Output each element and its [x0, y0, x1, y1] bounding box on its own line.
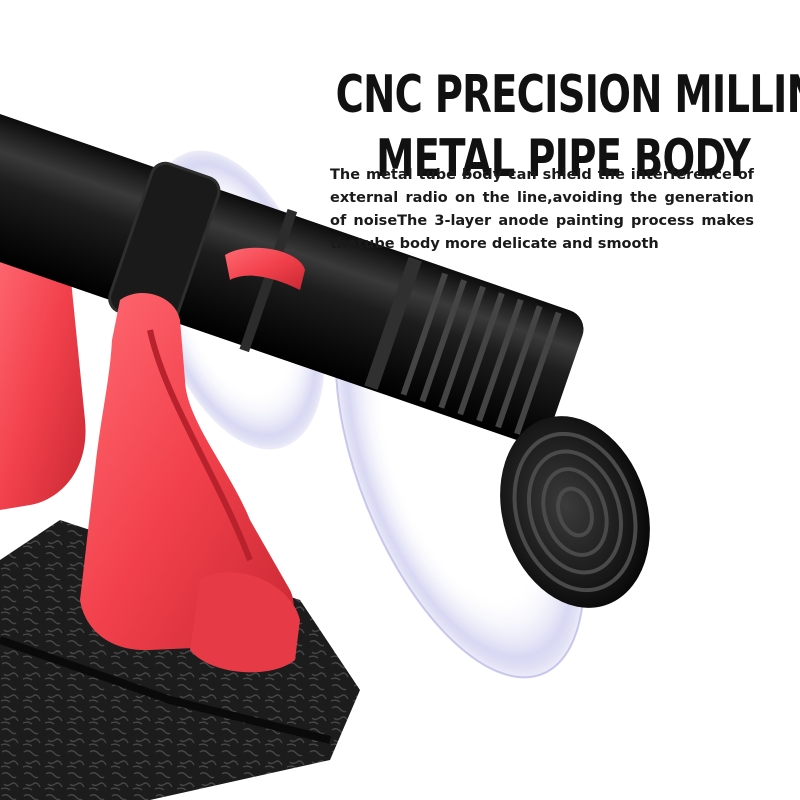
- head-grille-rings: [512, 431, 638, 593]
- headline-line-1: CNC PRECISION MILLING: [335, 64, 800, 125]
- headline: CNC PRECISION MILLING METAL PIPE BODY: [335, 63, 800, 191]
- shock-mount-front: [80, 292, 294, 651]
- mount-foot: [190, 572, 300, 673]
- shock-mount-band: [225, 247, 305, 290]
- grille-ribs: [400, 272, 562, 435]
- headline-line-2: METAL PIPE BODY: [376, 128, 751, 189]
- shock-mount-rear: [0, 224, 86, 511]
- feature-description: The metal tube body can shield the inter…: [330, 167, 754, 252]
